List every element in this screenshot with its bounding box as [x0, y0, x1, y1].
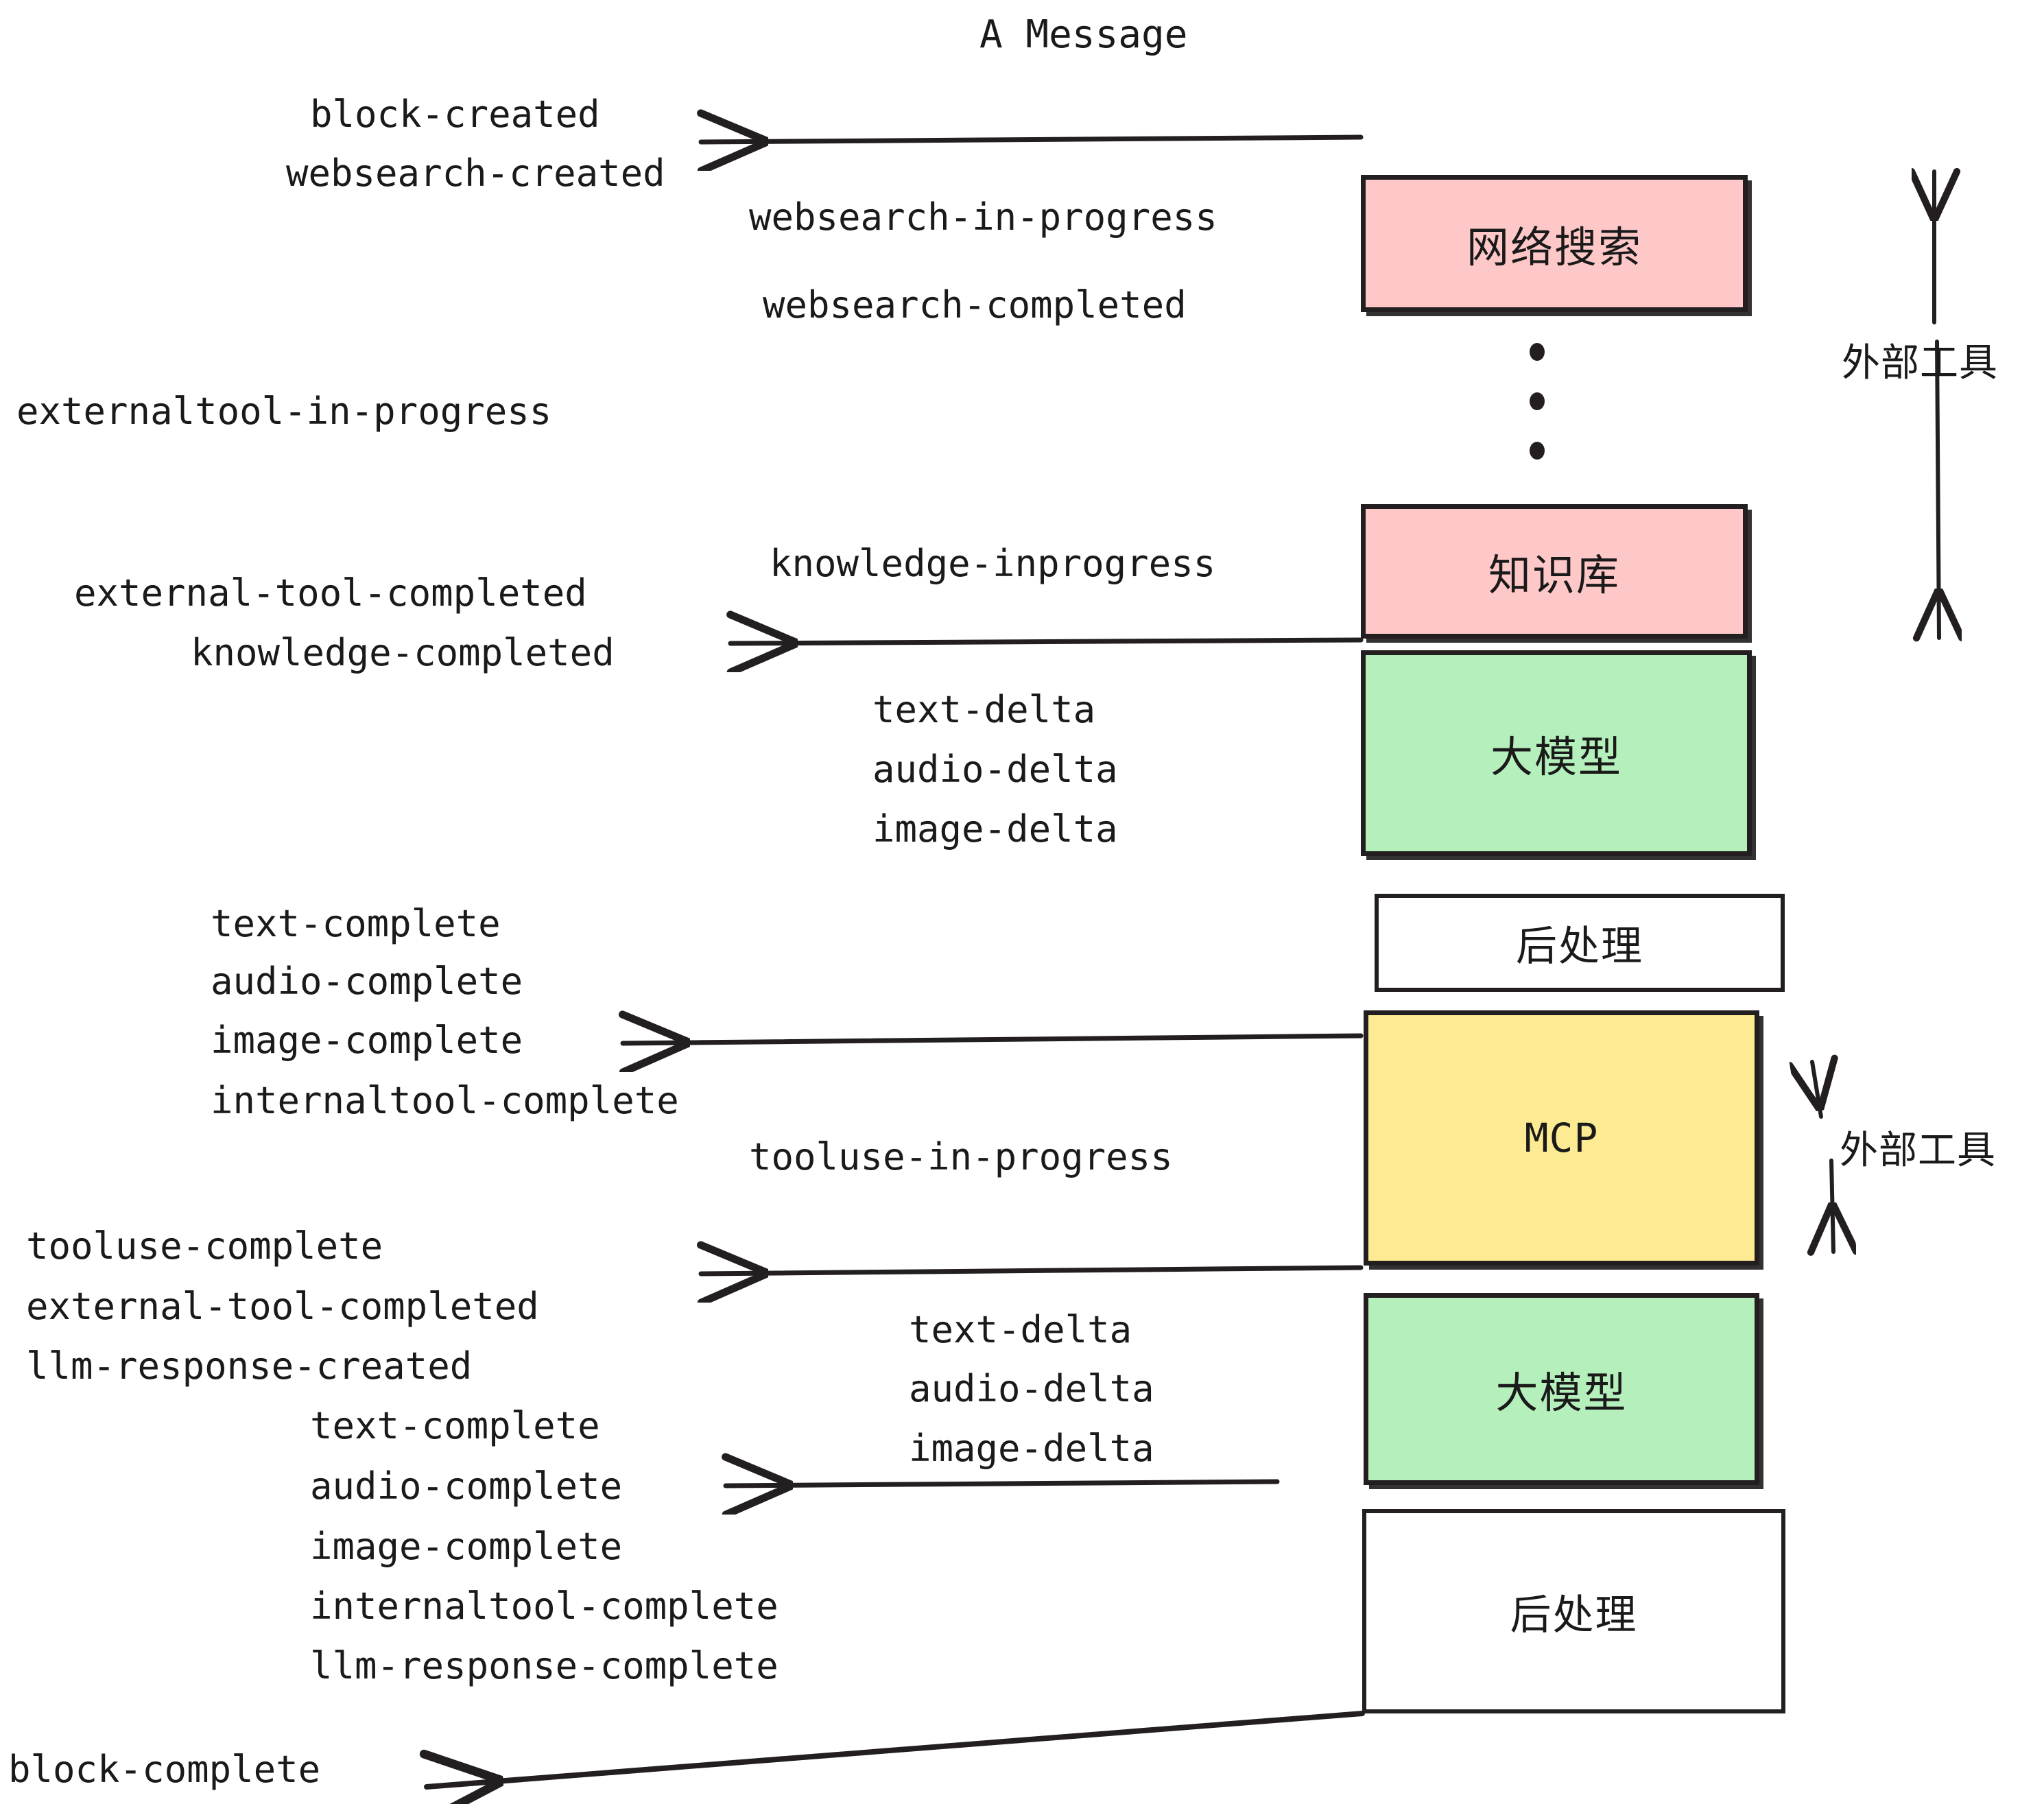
external-tool-label-bottom: 外部工具: [1840, 1128, 1996, 1172]
event-text-complete-1: text-complete: [211, 902, 501, 945]
arrow-tooluse-complete: [701, 1268, 1364, 1274]
page-title: A Message: [979, 12, 1188, 57]
node-websearch-label: 网络搜索: [1466, 224, 1642, 272]
node-llm-2-label: 大模型: [1495, 1370, 1628, 1417]
event-internaltool-complete-2: internaltool-complete: [310, 1585, 779, 1628]
node-knowledge-base-label: 知识库: [1488, 552, 1620, 600]
event-tooluse-complete: tooluse-complete: [26, 1224, 383, 1268]
event-websearch-completed: websearch-completed: [763, 283, 1187, 327]
node-mcp-label: MCP: [1524, 1115, 1599, 1161]
ellipsis-dot: [1530, 343, 1545, 361]
event-text-complete-2: text-complete: [310, 1404, 600, 1447]
event-tooluse-in-progress: tooluse-in-progress: [749, 1135, 1173, 1178]
ellipsis-dot: [1530, 392, 1545, 410]
node-llm-1[interactable]: 大模型: [1361, 650, 1752, 856]
event-websearch-created: websearch-created: [286, 152, 665, 195]
node-mcp[interactable]: MCP: [1364, 1010, 1759, 1266]
arrow-block-complete: [427, 1711, 1365, 1787]
node-postprocess-1[interactable]: 后处理: [1375, 894, 1785, 992]
event-external-tool-completed-2: external-tool-completed: [26, 1285, 539, 1328]
external-tool-label-top: 外部工具: [1842, 341, 1998, 384]
vertical-ellipsis: [1530, 343, 1545, 460]
arrow-knowledge-completed: [730, 640, 1364, 643]
node-websearch[interactable]: 网络搜索: [1361, 175, 1748, 312]
event-text-delta-1: text-delta: [872, 688, 1096, 731]
external-tool-arrow-bottom: [1812, 1062, 1833, 1252]
event-image-complete-1: image-complete: [211, 1019, 523, 1062]
event-knowledge-completed: knowledge-completed: [191, 631, 615, 674]
event-llm-response-complete: llm-response-complete: [310, 1644, 779, 1687]
event-audio-complete-2: audio-complete: [310, 1464, 623, 1508]
node-postprocess-2-label: 后处理: [1510, 1591, 1638, 1638]
node-llm-1-label: 大模型: [1490, 734, 1622, 781]
event-image-delta-1: image-delta: [872, 807, 1118, 851]
node-knowledge-base[interactable]: 知识库: [1361, 504, 1748, 639]
external-tool-arrow-top: [1934, 171, 1939, 638]
node-postprocess-1-label: 后处理: [1516, 923, 1643, 969]
event-image-complete-2: image-complete: [310, 1525, 623, 1568]
arrow-websearch-created: [701, 137, 1364, 142]
ellipsis-dot: [1530, 442, 1545, 460]
event-external-tool-completed-1: external-tool-completed: [74, 571, 587, 615]
event-knowledge-inprogress: knowledge-inprogress: [770, 542, 1216, 585]
event-block-created: block-created: [310, 93, 600, 136]
event-block-complete: block-complete: [8, 1748, 321, 1791]
event-text-delta-2: text-delta: [909, 1308, 1132, 1351]
event-externaltool-in-progress: externaltool-in-progress: [16, 390, 552, 433]
event-llm-response-created: llm-response-created: [26, 1344, 473, 1388]
node-llm-2[interactable]: 大模型: [1364, 1293, 1759, 1485]
event-audio-delta-2: audio-delta: [909, 1367, 1154, 1410]
event-websearch-in-progress: websearch-in-progress: [749, 195, 1217, 239]
event-image-delta-2: image-delta: [909, 1427, 1154, 1470]
event-internaltool-complete-1: internaltool-complete: [211, 1079, 679, 1122]
event-audio-complete-1: audio-complete: [211, 960, 523, 1003]
arrow-image-complete: [623, 1036, 1364, 1043]
event-audio-delta-1: audio-delta: [872, 748, 1118, 791]
arrow-audio-complete: [726, 1482, 1280, 1486]
node-postprocess-2[interactable]: 后处理: [1362, 1509, 1785, 1713]
